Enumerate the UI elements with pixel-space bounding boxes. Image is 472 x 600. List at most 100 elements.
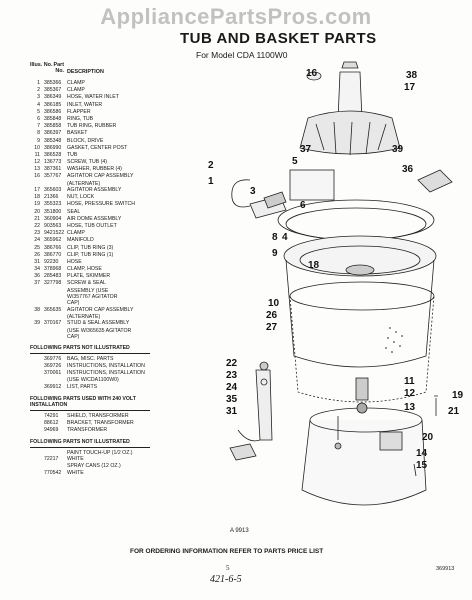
- callout-8: 8: [272, 232, 278, 243]
- part-description: HOSE, WATER INLET: [67, 94, 119, 101]
- parts-list-row: (USE W/CDA1100W0): [30, 377, 200, 383]
- illus-number: 20: [34, 208, 40, 215]
- part-description: PAINT TOUCH-UP (1/2 OZ.): [67, 449, 133, 456]
- part-number: 365962: [44, 237, 62, 244]
- part-number: 360904: [44, 215, 62, 222]
- part-number: 72217: [44, 456, 59, 463]
- callout-2: 2: [208, 160, 214, 171]
- illus-number: 26: [34, 251, 40, 258]
- parts-list-row: (ALTERNATE): [30, 181, 200, 187]
- part-description: SHIELD, TRANSFORMER: [67, 412, 129, 419]
- part-description: AGITATOR CAP ASSEMBLY: [67, 306, 134, 313]
- parts-list-row: CAP): [30, 300, 200, 306]
- part-description: BASKET: [67, 130, 88, 137]
- part-description: CLAMP, HOSE: [67, 266, 102, 273]
- part-description: (USE W/CDA1100W0): [67, 377, 119, 384]
- part-description: TUB: [67, 151, 78, 158]
- basket-perforations: [385, 327, 403, 353]
- section-title: FOLLOWING PARTS NOT ILLUSTRATED: [30, 345, 130, 352]
- agitator-skirt: [299, 110, 401, 155]
- callout-3: 3: [250, 186, 256, 197]
- parts-list-row: CAP): [30, 334, 200, 340]
- part-description: CLAMP: [67, 230, 85, 237]
- divider: [30, 409, 150, 411]
- callout-23: 23: [226, 370, 238, 381]
- manifold: [255, 369, 273, 441]
- callout-37: 37: [300, 144, 312, 155]
- part-number: 386586: [44, 108, 62, 115]
- part-number: 74291: [44, 412, 59, 419]
- part-number: 770542: [44, 469, 62, 476]
- part-description: CLIP, TUB RING (3): [67, 244, 114, 251]
- part-description: HOSE, PRESSURE SWITCH: [67, 201, 136, 208]
- agitator-cap-alt: [306, 71, 322, 81]
- part-number: 370061: [44, 370, 62, 377]
- part-number: 365635: [44, 306, 62, 313]
- handwritten-note: 421-6-5: [210, 574, 242, 585]
- agitator-cap: [341, 61, 359, 69]
- part-description: LIST, PARTS: [67, 383, 98, 390]
- parts-list-row: SPRAY CANS (12 OZ.): [30, 463, 200, 469]
- part-description: TUB RING, RUBBER: [67, 123, 117, 130]
- document-id: 369913: [436, 566, 455, 572]
- part-description: WASHER, RUBBER (4): [67, 166, 122, 173]
- callout-22: 22: [226, 358, 238, 369]
- callout-13: 13: [404, 402, 416, 413]
- part-number: 92230: [44, 258, 59, 265]
- illus-number: 5: [37, 108, 40, 115]
- parts-list-row: W/357767 AGITATOR: [30, 294, 200, 300]
- callout-26: 26: [266, 310, 278, 321]
- section-title: FOLLOWING PARTS USED WITH 240 VOLT INSTA…: [30, 395, 136, 409]
- part-number: 88612: [44, 419, 59, 426]
- center-post-seal: [355, 377, 369, 401]
- flapper-box: [289, 169, 335, 201]
- part-number: 386770: [44, 251, 62, 258]
- callout-21: 21: [448, 406, 460, 417]
- part-description: AGITATOR CAP ASSEMBLY: [67, 173, 134, 180]
- illus-number: 37: [34, 280, 40, 287]
- illus-number: 12: [34, 159, 40, 166]
- part-description: CLAMP: [67, 80, 85, 86]
- part-no-header: Part No.: [53, 62, 65, 75]
- illus-number: 31: [34, 258, 40, 265]
- model-subtitle: For Model CDA 1100W0: [196, 50, 288, 60]
- part-number: 378968: [44, 266, 62, 273]
- callout-39: 39: [392, 144, 404, 155]
- illus-number: 22: [34, 222, 40, 229]
- part-description: INSTRUCTIONS, INSTALLATION: [67, 370, 145, 377]
- ordering-footer: FOR ORDERING INFORMATION REFER TO PARTS …: [130, 548, 324, 555]
- part-description: (USE W/365635 AGITATOR: [67, 327, 132, 334]
- part-number: 94969: [44, 427, 59, 434]
- illus-number: 7: [37, 123, 40, 130]
- callout-19: 19: [452, 390, 464, 401]
- part-description: (ALTERNATE): [67, 314, 101, 320]
- illus-number: 19: [34, 201, 40, 208]
- inlet-hose: [231, 179, 251, 208]
- illus-number: 1: [37, 80, 40, 86]
- page-title: TUB AND BASKET PARTS: [180, 30, 377, 47]
- part-description: GASKET, CENTER POST: [67, 144, 128, 151]
- part-number: 365603: [44, 187, 62, 194]
- part-description: AGITATOR ASSEMBLY: [67, 187, 122, 194]
- part-number: 386349: [44, 94, 62, 101]
- part-description: SPRAY CANS (12 OZ.): [67, 463, 121, 470]
- callout-4: 4: [282, 232, 288, 243]
